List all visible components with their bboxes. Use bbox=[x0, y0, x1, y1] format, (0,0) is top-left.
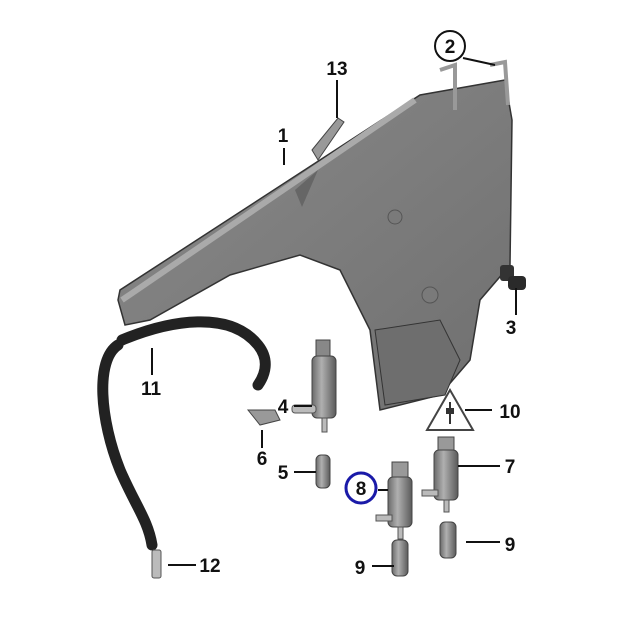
callout-11: 11 bbox=[141, 379, 162, 400]
callout-9b: 9 bbox=[355, 558, 366, 579]
callout-circle-2 bbox=[434, 30, 466, 62]
bracket-part bbox=[311, 117, 345, 161]
callout-2: 2 bbox=[445, 37, 456, 58]
callout-5: 5 bbox=[278, 463, 289, 484]
hose-connector-part bbox=[151, 549, 162, 579]
grommet-9b-part bbox=[391, 539, 409, 577]
level-sensor-part bbox=[500, 265, 526, 290]
callout-3: 3 bbox=[506, 318, 517, 339]
callout-circle-8 bbox=[344, 471, 378, 505]
callout-7: 7 bbox=[505, 457, 516, 478]
grommet-5-part bbox=[315, 454, 331, 489]
callout-1: 1 bbox=[278, 126, 289, 147]
pump-4-part bbox=[291, 339, 337, 433]
callout-13: 13 bbox=[326, 59, 347, 80]
leader-lines bbox=[151, 57, 517, 567]
callout-10: 10 bbox=[499, 402, 520, 423]
grommet-9a-part bbox=[439, 521, 457, 559]
reservoir-part bbox=[117, 59, 513, 411]
callout-8: 8 bbox=[356, 479, 367, 500]
pump-8-part bbox=[375, 461, 413, 540]
elbow-part bbox=[246, 409, 281, 426]
callout-4: 4 bbox=[278, 397, 289, 418]
electrical-warning-icon bbox=[425, 387, 475, 431]
callout-9a: 9 bbox=[505, 535, 516, 556]
callout-6: 6 bbox=[257, 449, 268, 470]
pump-7-part bbox=[421, 436, 459, 513]
callout-12: 12 bbox=[199, 556, 220, 577]
hose-part bbox=[97, 339, 158, 551]
